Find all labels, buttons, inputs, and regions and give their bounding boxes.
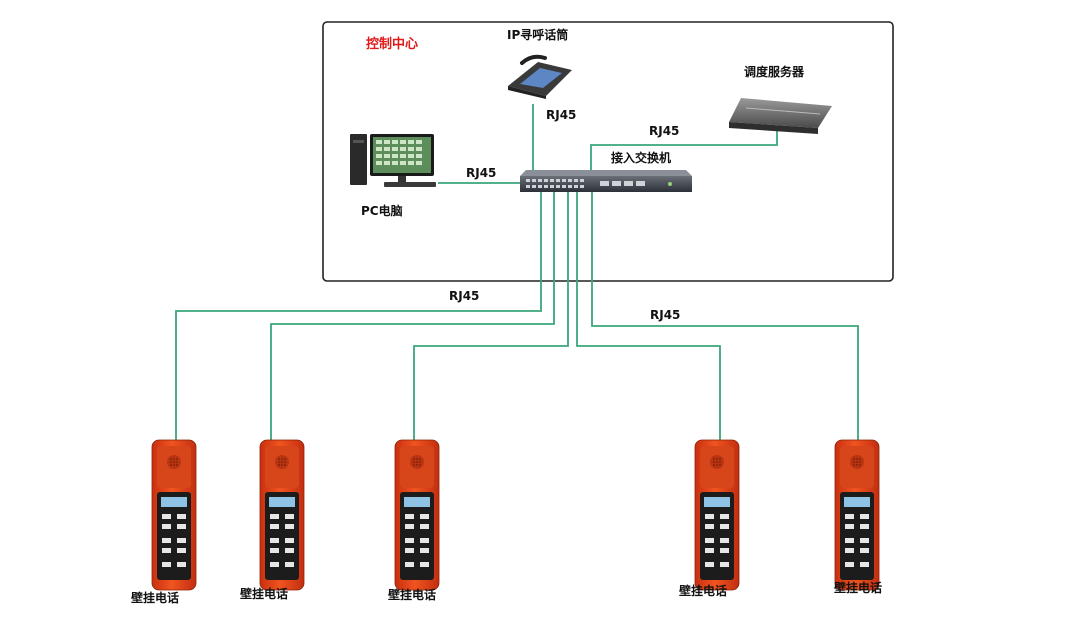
control-center-title: 控制中心 [366,37,419,52]
ip-phone-icon [508,54,572,99]
wall-phone-label-5: 壁挂电话 [834,581,883,595]
server-label: 调度服务器 [744,65,805,79]
switch-icon [520,170,692,192]
wall-phone-icon-5 [834,439,880,591]
wall-phone-icon-1 [151,439,197,591]
cable-wallphone-3 [413,192,569,442]
cable-wallphone-5 [591,192,859,442]
wall-phone-label-2: 壁挂电话 [240,587,289,601]
wall-phone-icon-3 [394,439,440,591]
wall-phone-label-3: 壁挂电话 [388,588,437,602]
rj45-label-pc: RJ45 [466,166,497,180]
cable-server [590,129,778,176]
rj45-label-left: RJ45 [449,289,480,303]
cables [175,104,859,442]
wall-phone-label-4: 壁挂电话 [679,584,728,598]
server-icon [729,98,832,134]
rj45-label-server: RJ45 [649,124,680,138]
wall-phone-icon-2 [259,439,305,591]
pc-label: PC电脑 [361,204,403,218]
wall-phone-label-1: 壁挂电话 [131,591,180,605]
cable-wallphone-2 [270,192,555,442]
ip-phone-label: IP寻呼话筒 [507,28,569,42]
cable-wallphone-4 [576,192,721,442]
rj45-label-right: RJ45 [650,308,681,322]
switch-label: 接入交换机 [611,151,672,165]
control-center-frame [322,21,894,282]
wall-phone-icon-4 [694,439,740,591]
pc-computer-icon [350,134,436,187]
cable-wallphone-1 [175,192,542,442]
rj45-label-phone: RJ45 [546,108,577,122]
